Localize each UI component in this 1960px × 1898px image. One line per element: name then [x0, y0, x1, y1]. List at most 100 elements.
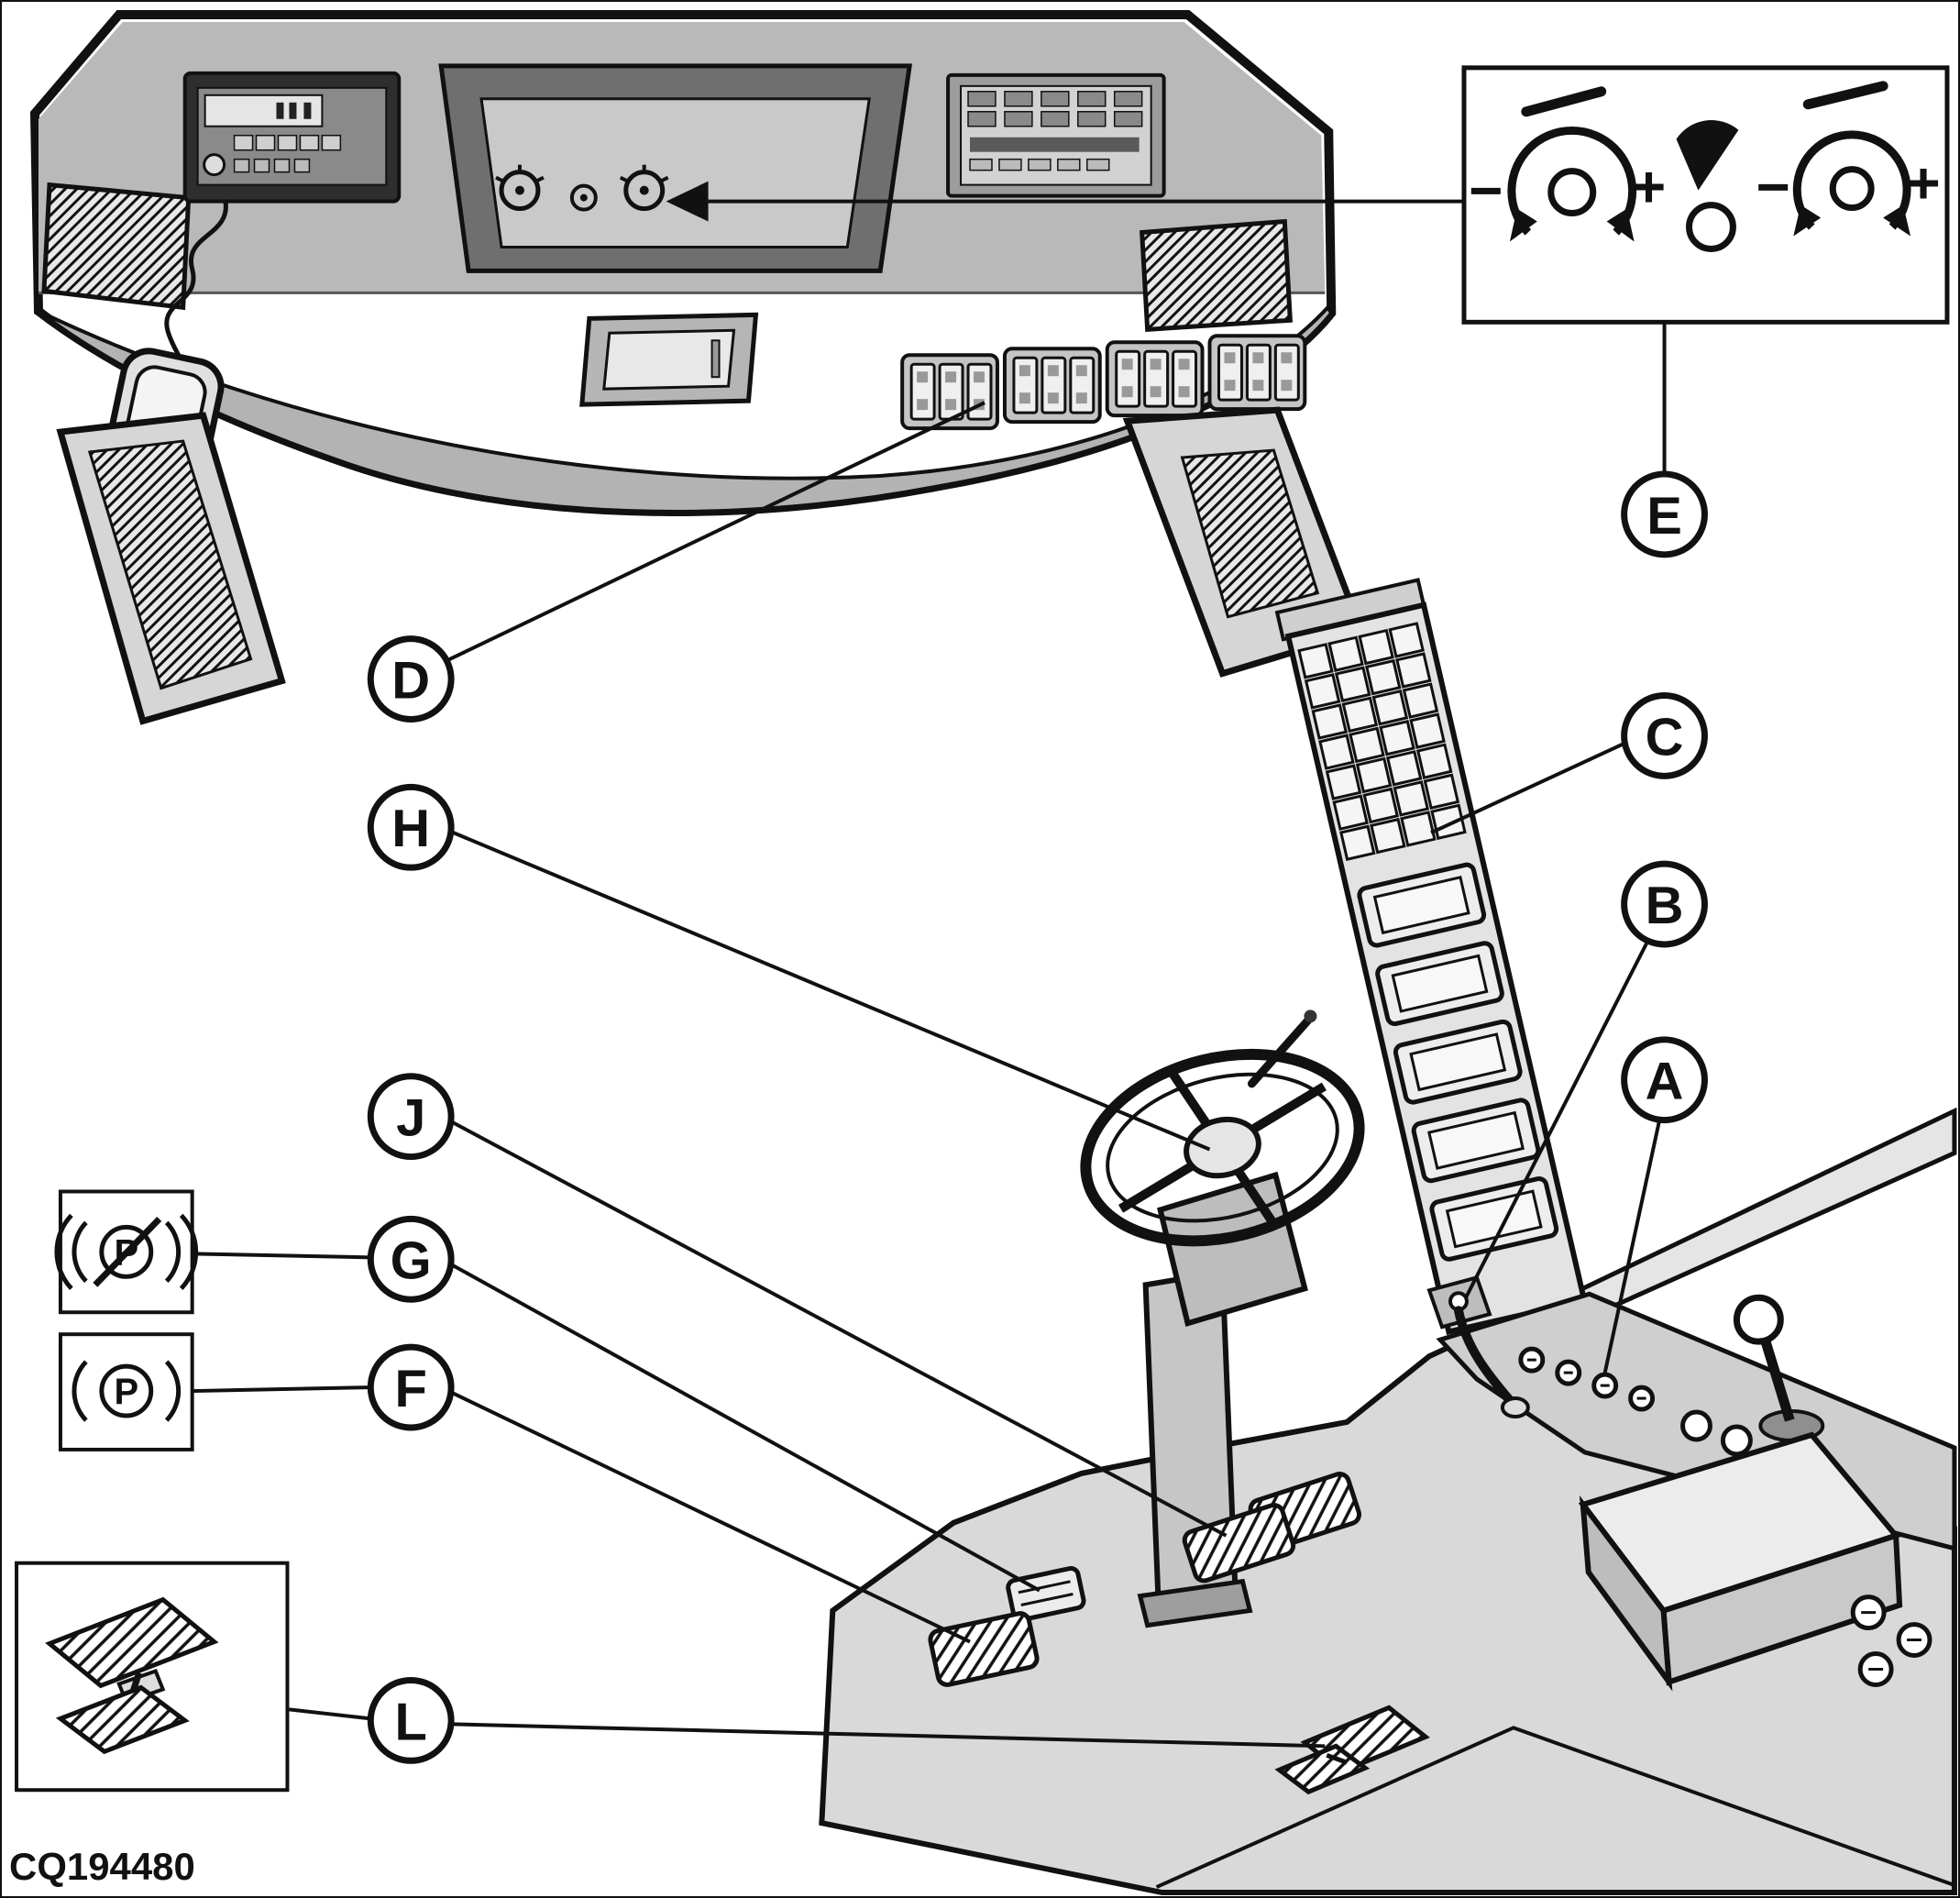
- dial-icon-middle: [569, 183, 598, 212]
- switch-dot: [1019, 365, 1030, 377]
- leader-line-pedal-inset-to-l: [289, 1707, 371, 1721]
- leader-line-g: [447, 1261, 1041, 1593]
- climate-button: [1041, 111, 1070, 127]
- climate-button: [967, 111, 997, 127]
- callout-l: L: [367, 1676, 455, 1764]
- radio-digit: [276, 102, 284, 119]
- overhead-console: [29, 9, 1366, 725]
- indicator-inset-bottom: P: [58, 1332, 194, 1451]
- dome-light: [579, 312, 759, 407]
- switch-dot: [1121, 386, 1133, 398]
- callout-f: F: [367, 1343, 455, 1431]
- cab-interior: [819, 578, 1957, 1896]
- callout-c: C: [1621, 692, 1708, 779]
- indicator-box: [58, 1332, 194, 1451]
- switch-panel: [900, 334, 1307, 431]
- callout-g-label: G: [391, 1231, 432, 1290]
- callout-e-label: E: [1646, 487, 1682, 546]
- console-grid: [1297, 622, 1467, 861]
- switch-dot: [1224, 352, 1236, 364]
- switch-dot: [1047, 392, 1059, 404]
- console-knob: [1680, 1409, 1712, 1442]
- knob-lever-icon: [1802, 81, 1888, 110]
- switch-dot: [1075, 392, 1087, 404]
- climate-button: [1086, 158, 1110, 171]
- climate-button: [998, 158, 1022, 171]
- stalk-knob: [1304, 1010, 1317, 1023]
- switch-dot: [1150, 359, 1162, 370]
- switch-dot: [945, 371, 957, 383]
- rotate-arrow-tip: [1509, 208, 1537, 242]
- callout-d-label: D: [391, 652, 430, 711]
- callout-h: H: [367, 783, 455, 871]
- callout-e: E: [1621, 470, 1708, 558]
- climate-unit: [946, 72, 1166, 198]
- switch-dot: [945, 399, 957, 411]
- climate-button: [1113, 91, 1143, 107]
- knob-lever-icon: [1521, 86, 1607, 117]
- callout-a-label: A: [1646, 1053, 1684, 1111]
- cross-out-slash: [93, 1216, 162, 1287]
- left-vent: [41, 182, 192, 311]
- radio-digit: [289, 102, 297, 119]
- figure-code: CQ194480: [9, 1845, 195, 1888]
- detail-inset-e: − + − +: [1461, 65, 1950, 325]
- dome-light-switch: [710, 339, 721, 379]
- indicator-letter: P: [114, 1372, 138, 1412]
- steering-wheel-rim-inner: [1106, 1072, 1339, 1223]
- switch-dot: [974, 371, 985, 383]
- radio-button: [277, 134, 298, 151]
- switch-group-4: [1207, 334, 1307, 412]
- climate-button: [1113, 111, 1143, 127]
- climate-button: [1004, 91, 1033, 107]
- rotate-arrow-tip: [1793, 204, 1822, 237]
- minus-sign: −: [1469, 158, 1503, 224]
- armrest-box: [1578, 1431, 1903, 1692]
- lever-arm: [1453, 1306, 1514, 1406]
- plus-sign: +: [1906, 150, 1940, 216]
- console-knobs: [1518, 1346, 1753, 1457]
- clutch-pedal: [928, 1611, 1040, 1687]
- solid-left-arrowhead-icon: [666, 181, 709, 222]
- climate-button: [1077, 91, 1107, 107]
- lever-ball: [1733, 1294, 1784, 1345]
- steering-wheel-rim: [1080, 1048, 1365, 1247]
- radio-button: [253, 158, 270, 173]
- climate-button: [1041, 91, 1070, 107]
- leader-lines: [193, 181, 1667, 1749]
- climate-button: [1077, 111, 1107, 127]
- console-buttons: [1357, 862, 1559, 1262]
- rotate-arrow-tip: [1883, 204, 1911, 237]
- rocker-pedal-icon: [45, 1596, 219, 1755]
- steering-wheel: [1080, 1010, 1365, 1247]
- right-vent: [1140, 218, 1293, 332]
- switch-group-1: [900, 353, 999, 431]
- minus-sign: −: [1756, 154, 1790, 220]
- rotate-arrow-tip: [1606, 208, 1635, 242]
- switch-group-2: [1002, 347, 1102, 425]
- switch-dot: [1075, 365, 1087, 377]
- callout-c-label: C: [1646, 708, 1684, 767]
- callout-d: D: [367, 635, 455, 723]
- right-rotary-knob-icon: − +: [1756, 81, 1941, 237]
- switch-dot: [1150, 386, 1162, 398]
- left-rotary-knob-icon: − +: [1469, 86, 1666, 242]
- radio-button: [293, 158, 311, 173]
- cassette-slot: [970, 137, 1140, 152]
- fender-knobs: [1850, 1595, 1932, 1687]
- radio-button: [273, 158, 291, 173]
- brake-pedal-left: [1182, 1502, 1296, 1584]
- radio-button: [255, 134, 276, 151]
- switch-dot: [1121, 359, 1133, 370]
- small-pedal: [1006, 1566, 1086, 1623]
- climate-button: [1004, 111, 1033, 127]
- radio-button: [233, 134, 254, 151]
- leader-line-inset-bottom-to-f: [193, 1385, 371, 1394]
- lever-knob: [1500, 1396, 1530, 1419]
- parking-brake-crossed-icon: P: [54, 1213, 199, 1291]
- leader-line-d: [446, 401, 986, 663]
- callout-l-label: L: [395, 1693, 427, 1751]
- fan-speed-knob-icon: [1676, 120, 1739, 252]
- leader-line-l: [451, 1722, 1326, 1749]
